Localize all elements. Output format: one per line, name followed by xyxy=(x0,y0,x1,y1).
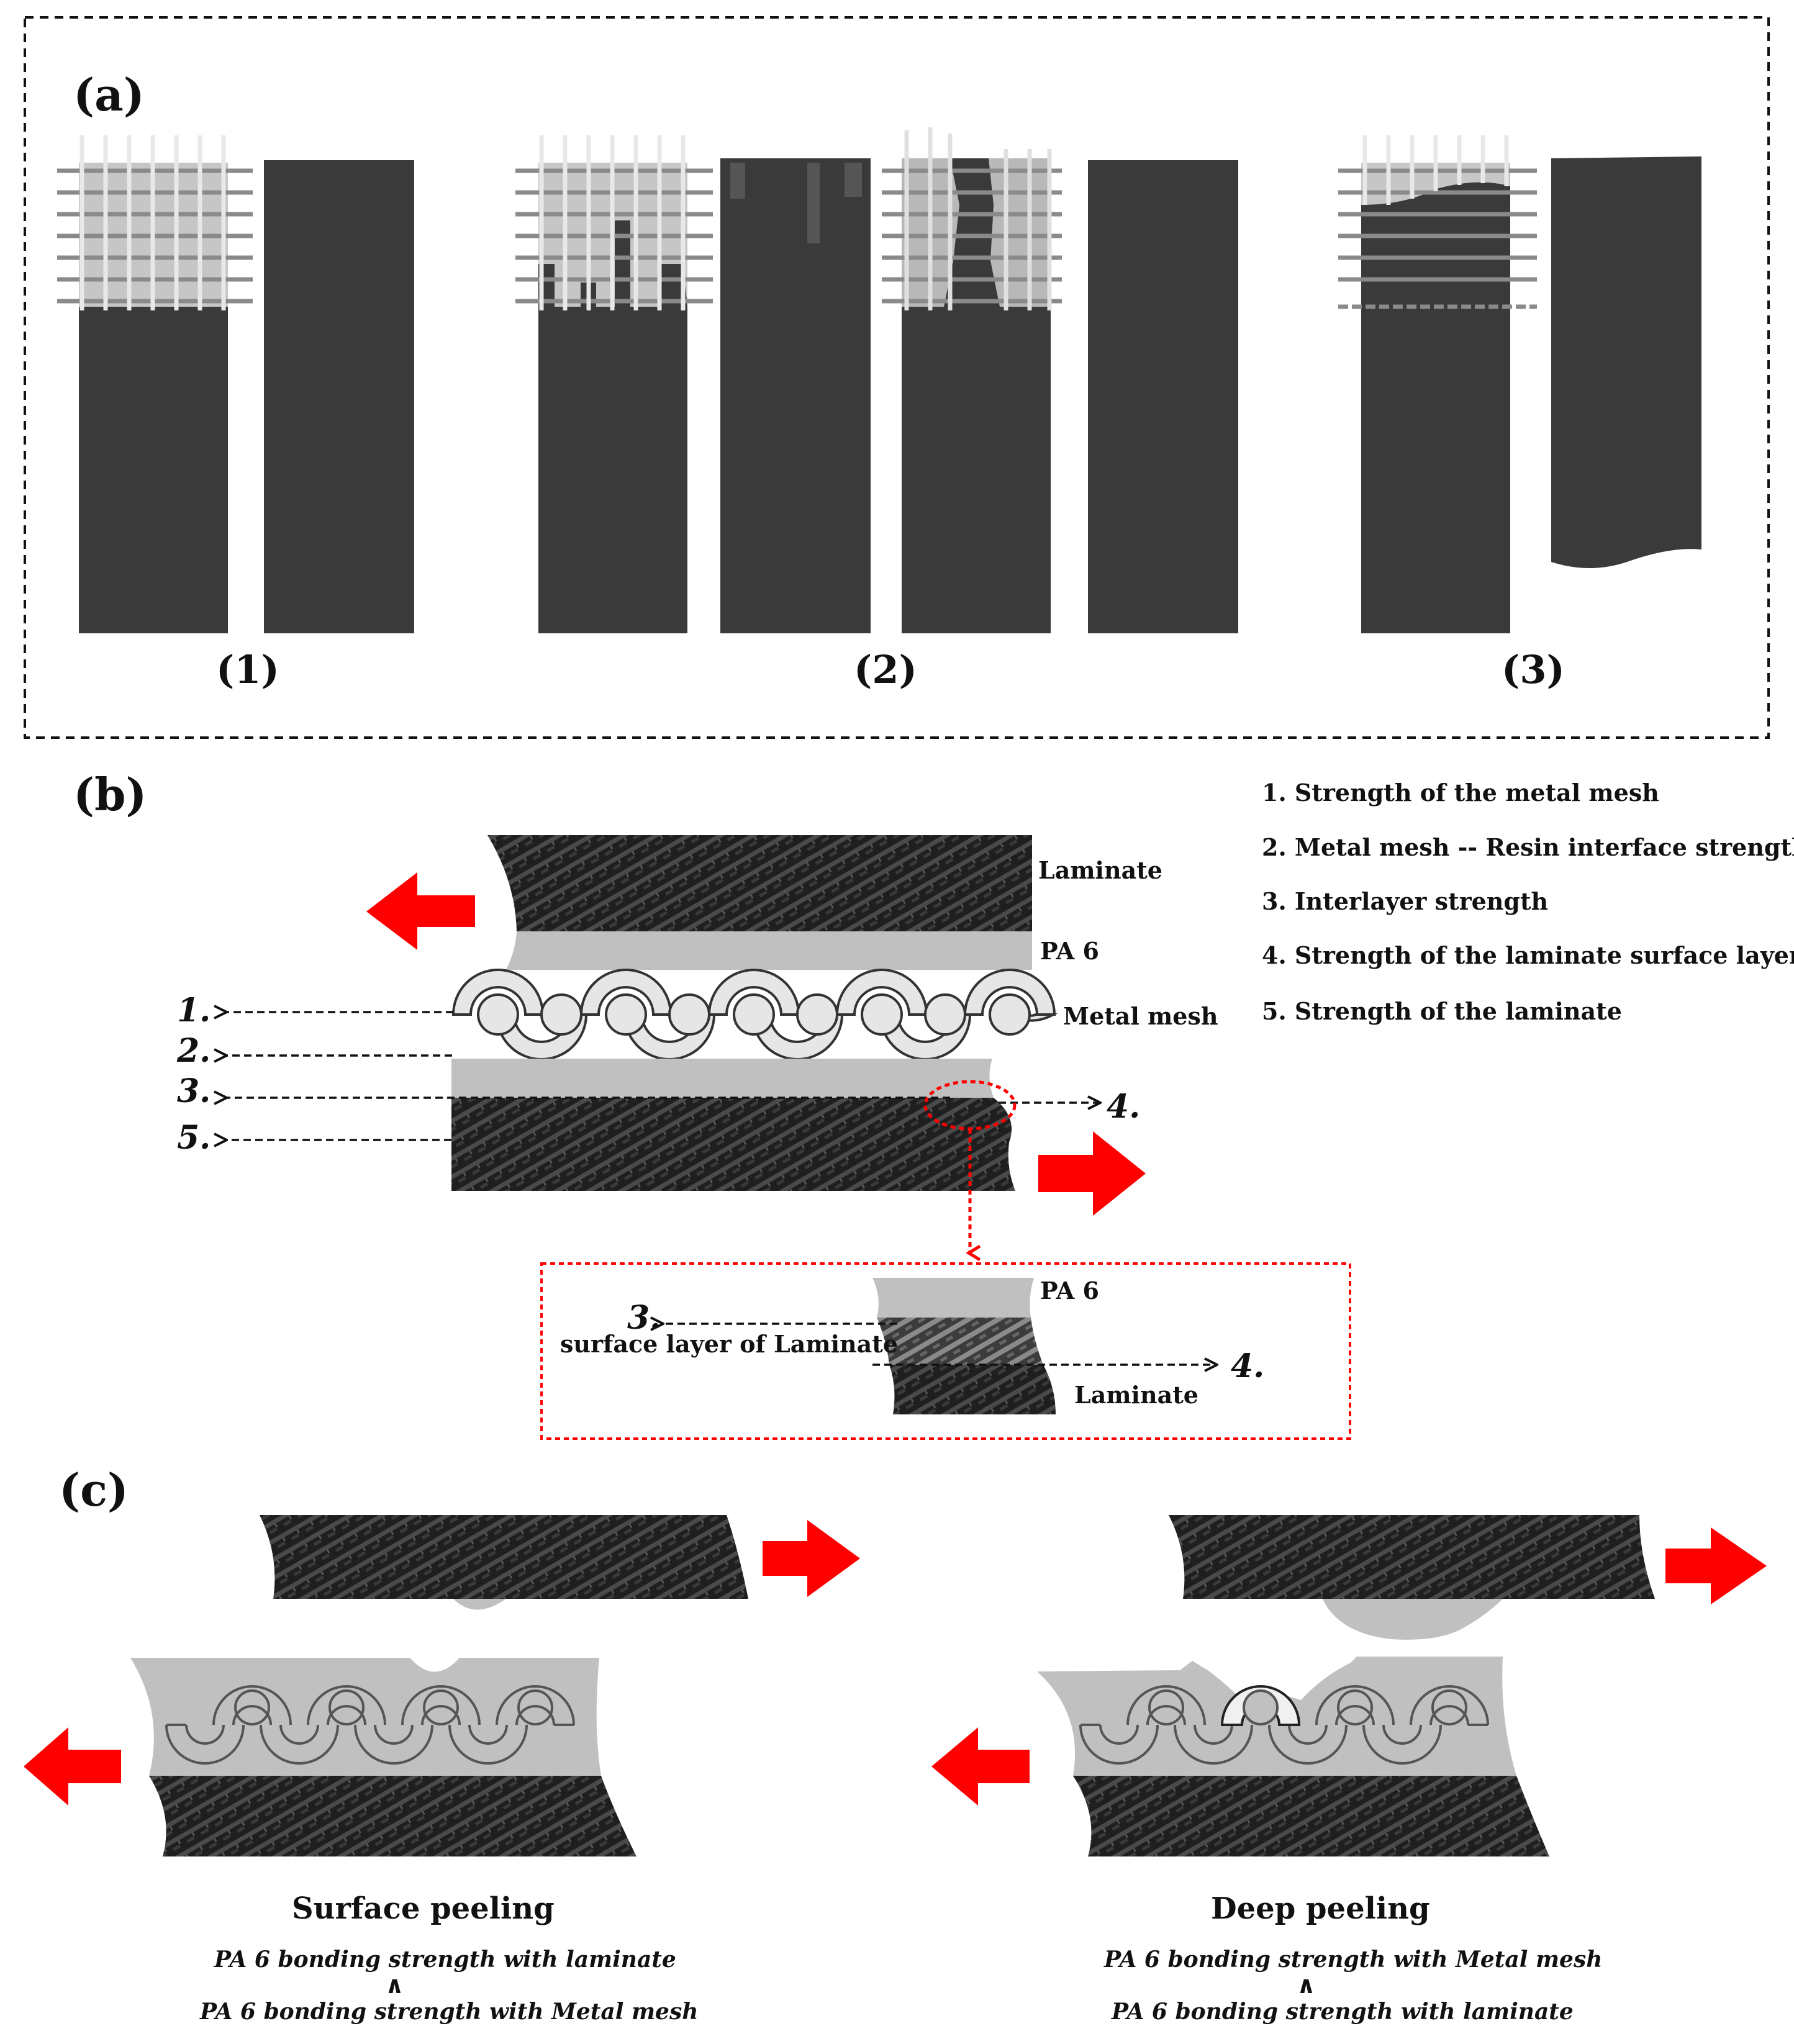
deep-peeling-diagram: Deep peeling PA 6 bonding strength with … xyxy=(931,1515,1767,2025)
upper-laminate xyxy=(487,835,1032,931)
inset-laminate xyxy=(889,1365,1056,1414)
strength-legend: 1. Strength of the metal mesh 2. Metal m… xyxy=(1262,779,1794,1025)
inset-path-number-4: 4. xyxy=(1231,1347,1264,1385)
case-2-mesh-grid-left xyxy=(515,135,713,310)
deep-peeling-symbol: ∧ xyxy=(1297,1971,1316,1999)
deep-peeling-line-1: PA 6 bonding strength with Metal mesh xyxy=(1103,1947,1602,1973)
case-2-mid-stub-2 xyxy=(807,163,820,243)
case-2-third-torn-light-2 xyxy=(989,158,1051,307)
surface-peeling-diagram: Surface peeling PA 6 bonding strength wi… xyxy=(24,1515,860,2025)
surface-peeling-symbol: ∧ xyxy=(385,1971,404,1999)
legend-item-2: 2. Metal mesh -- Resin interface strengt… xyxy=(1262,833,1794,861)
case-3-label: (3) xyxy=(1502,647,1565,692)
path-number-3: 3. xyxy=(177,1072,211,1110)
surface-peeling-title: Surface peeling xyxy=(292,1891,555,1926)
case-1-mesh-grid xyxy=(57,135,253,310)
panel-a: (a) (1) xyxy=(24,16,1770,739)
case-2-mid-stub-3 xyxy=(845,163,862,197)
inset-surface-layer xyxy=(877,1318,1043,1365)
path-number-2: 2. xyxy=(176,1032,211,1070)
panel-a-label: (a) xyxy=(73,68,145,121)
sp-upper-laminate xyxy=(260,1515,748,1599)
surface-peeling-line-2: PA 6 bonding strength with Metal mesh xyxy=(199,1999,698,2025)
inset-pa6-label: PA 6 xyxy=(1040,1277,1099,1305)
lower-pa6-layer xyxy=(451,1059,994,1098)
laminate-label: Laminate xyxy=(1038,856,1162,884)
sp-metal-mesh xyxy=(165,1685,575,1765)
dp-upper-pa6-drop xyxy=(1323,1599,1503,1640)
case-2-label: (2) xyxy=(854,647,917,692)
panel-b: (b) Laminate PA 6 Metal mesh xyxy=(73,768,1794,1440)
legend-item-4: 4. Strength of the laminate surface laye… xyxy=(1262,941,1794,969)
dp-metal-mesh xyxy=(1079,1685,1489,1765)
case-2-specimens xyxy=(515,127,1238,633)
inset-pa6 xyxy=(872,1278,1034,1318)
right-arrow-red-sp xyxy=(763,1520,860,1597)
case-2-right-specimen xyxy=(1088,160,1238,633)
dp-upper-laminate xyxy=(1169,1515,1655,1599)
case-2-mid-specimen xyxy=(720,158,871,633)
case-2-left-broken xyxy=(538,220,687,633)
case-1-right-specimen xyxy=(264,160,414,633)
inset-laminate-label: Laminate xyxy=(1074,1381,1198,1409)
panel-b-label: (b) xyxy=(73,768,147,821)
path-number-4: 4. xyxy=(1107,1088,1140,1126)
case-3-right-specimen xyxy=(1551,156,1701,568)
metal-mesh-cross-section xyxy=(451,969,1058,1060)
inset-frame xyxy=(540,1262,1351,1440)
sp-lower-laminate xyxy=(149,1776,637,1856)
case-1-lower-part xyxy=(79,307,228,633)
left-pull-arrow-red xyxy=(366,872,475,950)
upper-pa6-layer xyxy=(506,931,1032,970)
sp-upper-pa6-drop xyxy=(453,1599,506,1610)
panel-c: (c) Surface peeling xyxy=(24,1463,1767,2025)
right-arrow-red-dp xyxy=(1665,1527,1767,1604)
surface-peeling-line-1: PA 6 bonding strength with laminate xyxy=(214,1947,676,1973)
metal-mesh-label: Metal mesh xyxy=(1063,1002,1218,1030)
dp-lower-laminate xyxy=(1073,1776,1549,1856)
case-1-label: (1) xyxy=(216,647,279,692)
deep-peeling-line-2: PA 6 bonding strength with laminate xyxy=(1111,1999,1574,2025)
case-3-specimens xyxy=(1338,135,1701,634)
left-arrow-red-dp xyxy=(931,1727,1030,1806)
deep-peeling-title: Deep peeling xyxy=(1211,1891,1430,1926)
sp-lower-pa6 xyxy=(130,1658,601,1776)
inset-path-number-3: 3. xyxy=(627,1299,661,1337)
dp-exposed-mesh-wire xyxy=(1243,1689,1279,1725)
failure-paths xyxy=(227,1012,1100,1140)
path-number-1: 1. xyxy=(177,992,211,1029)
path-number-5: 5. xyxy=(177,1119,211,1157)
panel-c-label: (c) xyxy=(59,1463,129,1516)
case-3-mesh-grid xyxy=(1338,135,1537,309)
case-1-specimens xyxy=(57,135,414,633)
left-arrow-red-sp xyxy=(24,1727,121,1806)
legend-item-1: 1. Strength of the metal mesh xyxy=(1262,779,1659,807)
panel-a-dashed-frame xyxy=(24,16,1770,739)
legend-item-5: 5. Strength of the laminate xyxy=(1262,997,1622,1025)
inset-box: PA 6 Laminate surface layer of Laminate … xyxy=(540,1262,1351,1440)
pa6-label: PA 6 xyxy=(1040,937,1099,965)
legend-item-3: 3. Interlayer strength xyxy=(1262,887,1548,915)
case-3-left-lower xyxy=(1361,182,1510,634)
case-2-mid-stub-1 xyxy=(730,163,745,199)
right-pull-arrow-red xyxy=(1038,1131,1146,1216)
inset-surface-layer-label: surface layer of Laminate xyxy=(560,1330,898,1358)
case-2-mesh-grid-right xyxy=(882,127,1062,310)
lower-laminate xyxy=(451,1098,1015,1191)
